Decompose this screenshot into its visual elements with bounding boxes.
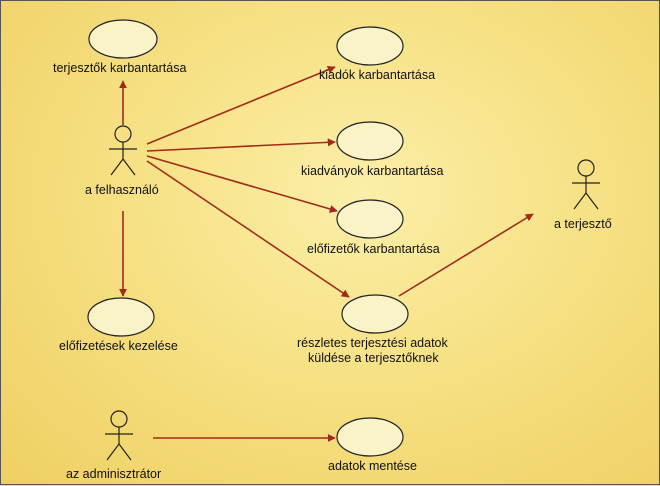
use-case-subscribers-label: előfizetők karbantartása bbox=[307, 242, 440, 256]
use-case-distributors-label: terjesztők karbantartása bbox=[53, 61, 187, 75]
use-case-detailed-label-line1: részletes terjesztési adatok bbox=[297, 336, 448, 350]
arrow-user-to-detailed bbox=[146, 160, 350, 298]
use-case-detailed-ellipse[interactable] bbox=[341, 294, 409, 334]
use-case-detailed-label-line2: küldése a terjesztőknek bbox=[308, 351, 439, 365]
actor-user-label: a felhasználó bbox=[85, 183, 159, 197]
use-case-backup-label: adatok mentése bbox=[328, 459, 417, 473]
actor-admin-figure[interactable] bbox=[105, 410, 133, 461]
actor-distributor-label: a terjesztő bbox=[554, 217, 612, 231]
use-case-subscriptions-label: előfizetések kezelése bbox=[59, 339, 178, 353]
arrow-user-to-publications bbox=[146, 138, 336, 152]
use-case-publications-ellipse[interactable] bbox=[336, 121, 404, 161]
arrow-detailed-to-distributor bbox=[398, 213, 534, 297]
use-case-publishers-ellipse[interactable] bbox=[336, 26, 404, 66]
actor-admin-label: az adminisztrátor bbox=[66, 467, 162, 481]
use-case-distributors-ellipse[interactable] bbox=[88, 19, 158, 59]
actor-distributor-figure[interactable] bbox=[572, 159, 600, 210]
arrow-user-to-publishers bbox=[146, 66, 336, 145]
use-case-backup-ellipse[interactable] bbox=[336, 417, 404, 457]
use-case-subscribers-ellipse[interactable] bbox=[336, 199, 404, 239]
actor-user-figure[interactable] bbox=[109, 125, 137, 176]
arrow-user-to-subscribers bbox=[146, 155, 338, 213]
use-case-publishers-label: kiadók karbantartása bbox=[319, 68, 436, 82]
use-case-publications-label: kiadványok karbantartása bbox=[301, 164, 444, 178]
use-case-subscriptions-ellipse[interactable] bbox=[87, 297, 155, 337]
